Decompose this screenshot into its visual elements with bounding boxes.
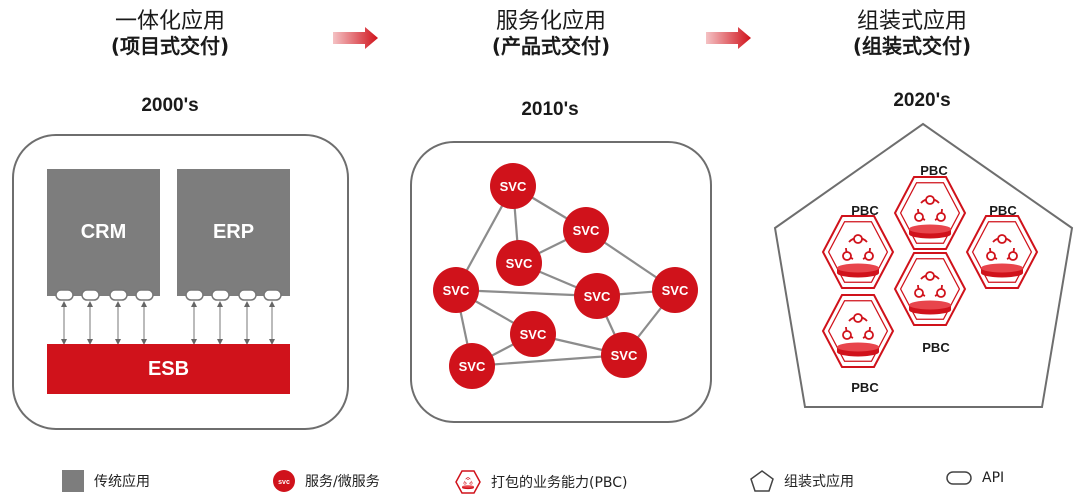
svg-text:SVC: SVC — [611, 348, 638, 363]
svc-node: SVC — [574, 273, 620, 319]
svg-text:SVC: SVC — [662, 283, 689, 298]
pentagon-icon — [750, 470, 774, 492]
era-subtitle: (项目式交付) — [110, 34, 230, 58]
legend-service: svc 服务/微服务 — [273, 470, 380, 492]
era-year: 2010's — [521, 99, 579, 120]
esb-bar: ESB — [47, 344, 290, 394]
pbc-label: PBC — [920, 163, 948, 178]
legend-label: 服务/微服务 — [305, 474, 380, 490]
svg-text:svc: svc — [278, 479, 290, 486]
legend-composable: 组装式应用 — [750, 470, 854, 492]
era-title: 组装式应用 — [856, 9, 967, 34]
legend-label: 组装式应用 — [784, 474, 854, 490]
crm-label: CRM — [80, 221, 127, 243]
era-header-services: 服务化应用 (产品式交付) — [451, 9, 651, 59]
era-subtitle: (产品式交付) — [491, 34, 611, 58]
svc-node: SVC — [496, 240, 542, 286]
composable-diagram: PBC PBC PBC PBC PBC — [773, 122, 1074, 408]
svc-node: SVC — [652, 267, 698, 313]
era-year: 2020's — [893, 90, 951, 111]
era-year: 2000's — [141, 95, 199, 116]
era-header-composable: 组装式应用 (组装式交付) — [812, 9, 1012, 59]
svg-text:SVC: SVC — [459, 359, 486, 374]
pbc-hexagon-icon — [455, 470, 481, 494]
svc-circle-icon: svc — [273, 470, 295, 492]
erp-block: ERP — [177, 169, 290, 296]
pbc-label: PBC — [851, 380, 879, 395]
svg-text:SVC: SVC — [443, 283, 470, 298]
legend-api: API — [946, 470, 1004, 486]
erp-label: ERP — [212, 221, 255, 243]
svc-node: SVC — [563, 207, 609, 253]
era-header-monolith: 一体化应用 (项目式交付) — [70, 9, 270, 59]
svg-text:SVC: SVC — [500, 179, 527, 194]
legend-label: 打包的业务能力(PBC) — [491, 475, 628, 491]
svc-node: SVC — [490, 163, 536, 209]
pbc-label: PBC — [851, 203, 879, 218]
svc-node: SVC — [601, 332, 647, 378]
svc-node: SVC — [433, 267, 479, 313]
service-graph: SVC SVC SVC SVC SVC SVC SVC SVC SVC — [433, 163, 698, 389]
era-subtitle: (组装式交付) — [852, 34, 972, 58]
legend-traditional-app: 传统应用 — [62, 470, 150, 492]
svg-text:SVC: SVC — [573, 223, 600, 238]
pbc-label: PBC — [922, 340, 950, 355]
era-title: 服务化应用 — [495, 9, 606, 34]
era-title: 一体化应用 — [114, 9, 225, 34]
arrow-right-icon — [706, 27, 751, 49]
api-pill-icon — [946, 471, 972, 485]
legend-label: API — [982, 470, 1005, 486]
svg-text:SVC: SVC — [584, 289, 611, 304]
legend-label: 传统应用 — [94, 474, 150, 490]
esb-label: ESB — [147, 357, 190, 380]
svg-text:SVC: SVC — [520, 327, 547, 342]
arrow-right-icon — [333, 27, 378, 49]
api-connectors — [55, 289, 282, 345]
legend-pbc: 打包的业务能力(PBC) — [455, 470, 628, 494]
crm-block: CRM — [47, 169, 160, 296]
svc-node: SVC — [449, 343, 495, 389]
svc-node: SVC — [510, 311, 556, 357]
svg-text:SVC: SVC — [506, 256, 533, 271]
pbc-label: PBC — [989, 203, 1017, 218]
gray-square-icon — [62, 470, 84, 492]
